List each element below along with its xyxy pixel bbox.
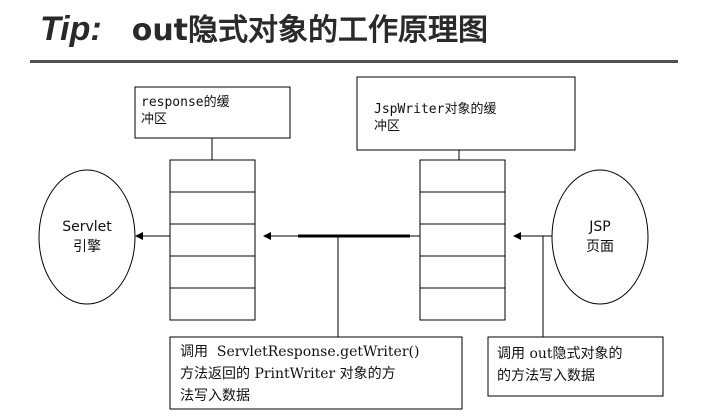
out-note-line1: 调用 out隐式对象的 [497, 346, 623, 362]
servlet-engine-line1: Servlet [62, 219, 112, 235]
jspwriter-buffer-label-line2: 冲区 [374, 119, 401, 134]
out-note-text: 调用 out隐式对象的 的方法写入数据 [497, 343, 659, 387]
jsp-page-line2: 页面 [586, 239, 614, 255]
jspwriter-buffer-label-box [356, 76, 576, 151]
title-divider [30, 60, 678, 63]
getwriter-note-line1: 调用 ServletResponse.getWriter() [180, 344, 420, 360]
response-buffer-label-line1: response的缓 [141, 95, 230, 110]
jsp-page-label: JSP 页面 [560, 217, 640, 257]
response-buffer-label: response的缓 冲区 [141, 94, 230, 128]
out-note-box [487, 336, 664, 397]
jspwriter-buffer-stack [419, 159, 506, 321]
tip-label: Tip: [40, 10, 102, 48]
getwriter-note-line3: 法写入数据 [180, 388, 250, 404]
jsp-page-ellipse [551, 169, 649, 305]
response-buffer-stack [169, 159, 256, 321]
jsp-page-line1: JSP [589, 219, 611, 235]
title-heading: out隐式对象的工作原理图 [131, 13, 489, 48]
page-title: Tip: out隐式对象的工作原理图 [40, 8, 488, 50]
servlet-engine-line2: 引擎 [73, 239, 101, 255]
response-buffer-label-line2: 冲区 [141, 112, 168, 127]
getwriter-note-line2: 方法返回的 PrintWriter 对象的方 [180, 366, 396, 382]
jspwriter-buffer-label: JspWriter对象的缓 冲区 [374, 101, 496, 135]
jspwriter-buffer-label-line1: JspWriter对象的缓 [374, 102, 497, 117]
response-buffer-label-box [134, 86, 291, 139]
getwriter-note-text: 调用 ServletResponse.getWriter() 方法返回的 Pri… [180, 341, 458, 407]
servlet-engine-label: Servlet 引擎 [47, 217, 127, 257]
getwriter-note-box [169, 336, 463, 410]
out-note-line2: 的方法写入数据 [497, 368, 595, 384]
